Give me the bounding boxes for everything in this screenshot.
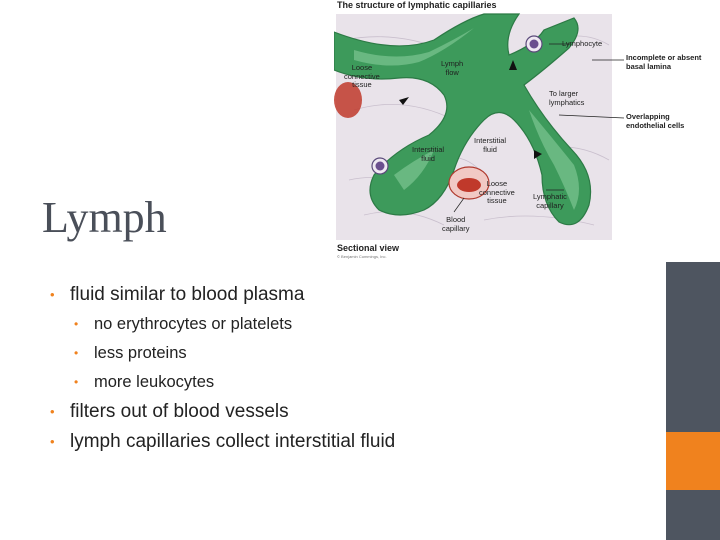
bullet-text: less proteins — [94, 344, 187, 362]
figure-title: The structure of lymphatic capillaries — [337, 0, 497, 10]
bullet-marker: • — [50, 434, 55, 449]
bullet-item: • lymph capillaries collect interstitial… — [48, 427, 648, 457]
figure-caption: Sectional view — [337, 243, 400, 253]
label-interstitial-fluid-right: Interstitial fluid — [474, 136, 507, 154]
bullet-text: no erythrocytes or platelets — [94, 315, 293, 333]
label-lymphocyte: Lymphocyte — [562, 39, 603, 48]
bullet-marker: • — [50, 404, 55, 419]
bullet-marker: • — [74, 317, 79, 331]
label-lymphatic-capillary: Lymphatic capillary — [533, 192, 567, 210]
label-loose-connective-tissue-top: Loose connective tissue — [344, 63, 380, 89]
flow-arrows — [399, 60, 542, 159]
figure-credit: © Benjamin Cummings, Inc. — [337, 254, 387, 259]
bullet-marker: • — [74, 346, 79, 360]
sub-bullet-item: • more leukocytes — [48, 368, 648, 397]
label-blood-capillary: Blood capillary — [442, 215, 470, 233]
slide-title: Lymph — [42, 193, 167, 242]
bullet-text: lymph capillaries collect interstitial f… — [70, 431, 396, 452]
blood-vessel-left — [334, 82, 362, 118]
bullet-marker: • — [74, 375, 79, 389]
bullet-list: • fluid similar to blood plasma • no ery… — [48, 280, 648, 457]
accent-bar-orange — [666, 432, 720, 490]
bullet-item: • filters out of blood vessels — [48, 397, 648, 427]
bullet-text: more leukocytes — [94, 373, 215, 391]
label-loose-connective-tissue-bottom: Loose connective tissue — [479, 179, 515, 205]
bullet-marker: • — [50, 287, 55, 302]
lymphatic-capillary-figure: The structure of lymphatic capillaries L… — [334, 0, 701, 262]
label-lymph-flow: Lymph flow — [441, 59, 464, 77]
bullet-text: filters out of blood vessels — [70, 401, 289, 422]
accent-bar-gray-bottom — [666, 490, 720, 540]
figure-illustration — [334, 13, 625, 240]
lymphocytes — [371, 35, 543, 175]
capillary-highlights — [354, 28, 579, 210]
bullet-item: • fluid similar to blood plasma — [48, 280, 648, 310]
blood-capillary — [448, 166, 490, 200]
label-to-larger-lymphatics: To larger lymphatics — [549, 89, 585, 107]
label-overlapping-endothelial-cells: Overlapping endothelial cells — [626, 112, 685, 130]
leader-lines — [453, 43, 625, 213]
sub-bullet-item: • no erythrocytes or platelets — [48, 310, 648, 339]
bullet-text: fluid similar to blood plasma — [70, 284, 305, 305]
label-incomplete-basal-lamina: Incomplete or absent basal lamina — [626, 53, 702, 71]
label-interstitial-fluid-left: Interstitial fluid — [412, 145, 445, 163]
sub-bullet-item: • less proteins — [48, 339, 648, 368]
accent-bar-gray-top — [666, 262, 720, 432]
